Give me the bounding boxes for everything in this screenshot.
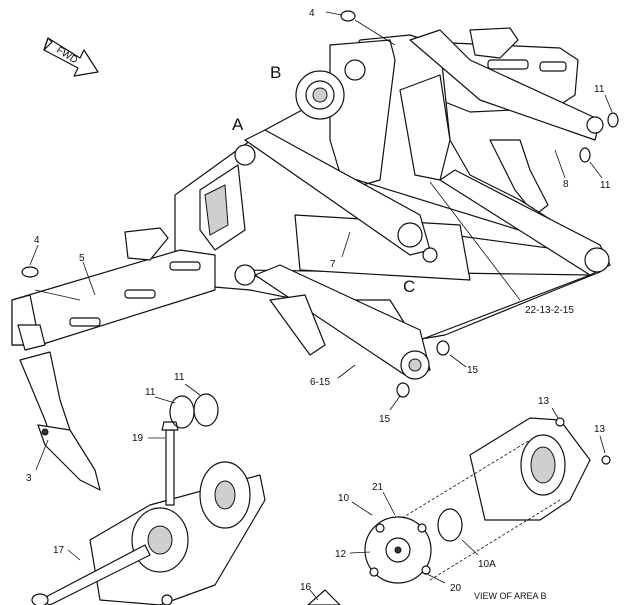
left-shank bbox=[19, 351, 101, 491]
callout-13-b: 13 bbox=[594, 424, 606, 435]
callout-5: 5 bbox=[79, 253, 85, 264]
callout-4-left: 4 bbox=[34, 235, 40, 246]
callout-15-bottom: 15 bbox=[379, 414, 391, 425]
pin-assembly bbox=[31, 393, 266, 605]
callout-16: 16 bbox=[300, 582, 312, 593]
callout-7: 7 bbox=[330, 259, 336, 270]
seal-rings bbox=[21, 10, 619, 398]
callout-22-13-2-15: 22-13-2-15 bbox=[525, 305, 574, 316]
view-area-b bbox=[307, 417, 611, 605]
callout-11-a: 11 bbox=[145, 387, 156, 398]
callout-20: 20 bbox=[450, 583, 462, 594]
callout-10a: 10A bbox=[478, 559, 496, 570]
callout-6-15: 6-15 bbox=[310, 377, 330, 388]
callout-19: 19 bbox=[132, 433, 144, 444]
area-a-label: A bbox=[232, 115, 244, 134]
callout-8: 8 bbox=[563, 179, 569, 190]
forward-arrow-icon bbox=[43, 37, 99, 77]
pin-bosses bbox=[234, 59, 610, 380]
linkage-arms bbox=[244, 29, 611, 376]
view-area-b-caption: VIEW OF AREA B bbox=[474, 591, 547, 601]
left-beam bbox=[11, 227, 216, 351]
callout-15-right: 15 bbox=[467, 365, 479, 376]
callout-13-a: 13 bbox=[538, 396, 550, 407]
callout-12: 12 bbox=[335, 549, 347, 560]
callout-3: 3 bbox=[26, 473, 32, 484]
area-c-label: C bbox=[403, 277, 415, 296]
area-b-label: B bbox=[270, 63, 281, 82]
callout-10: 10 bbox=[338, 493, 350, 504]
callout-17: 17 bbox=[53, 545, 65, 556]
callout-11-b: 11 bbox=[174, 372, 185, 383]
callout-21: 21 bbox=[372, 482, 384, 493]
callout-4-top: 4 bbox=[309, 8, 315, 19]
callout-11-top: 11 bbox=[594, 84, 605, 95]
callout-11-right: 11 bbox=[600, 180, 611, 191]
leader-lines bbox=[29, 11, 613, 601]
main-frame bbox=[174, 34, 601, 341]
